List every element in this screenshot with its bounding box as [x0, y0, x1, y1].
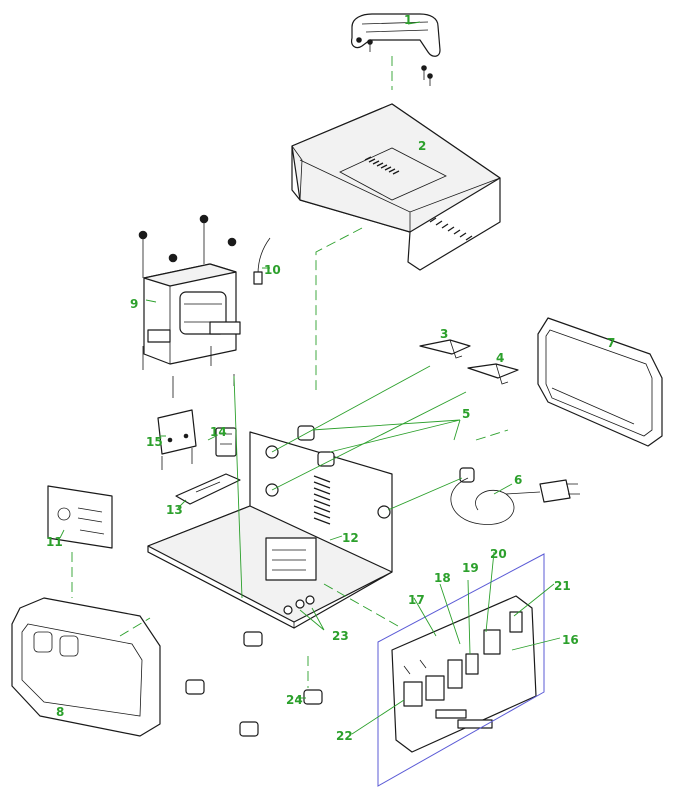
chassis-vents: [313, 475, 331, 525]
label-13: 13: [166, 503, 183, 517]
part-7-rear-panel: [537, 317, 663, 447]
part-23-terminals: [283, 595, 315, 615]
part-9-transformer: [138, 214, 241, 398]
label-24: 24: [286, 693, 303, 707]
feet: [185, 631, 323, 737]
label-18: 18: [434, 571, 451, 585]
part-labels: 1 2 3 4 5 6 7 8 9 10 11 12 13 14 15 16 1…: [46, 13, 615, 743]
part-11-front-pcb: [47, 485, 113, 549]
main-pcb: [391, 595, 537, 753]
callout-lines: [59, 21, 561, 735]
part-8-front-panel: [11, 597, 161, 737]
label-17: 17: [408, 593, 425, 607]
label-10: 10: [264, 263, 281, 277]
part-6-mains-cable: [450, 477, 580, 525]
label-23: 23: [332, 629, 349, 643]
label-20: 20: [490, 547, 507, 561]
label-8: 8: [56, 705, 64, 719]
label-4: 4: [496, 351, 504, 365]
part-10-sensor: [253, 237, 271, 285]
part-15-bracket: [157, 409, 197, 470]
part-12-chassis: [147, 431, 393, 629]
label-11: 11: [46, 535, 63, 549]
label-19: 19: [462, 561, 479, 575]
label-16: 16: [562, 633, 579, 647]
part-3-clamp: [419, 339, 471, 359]
pcb-box: [377, 553, 545, 787]
label-9: 9: [130, 297, 138, 311]
label-5: 5: [462, 407, 470, 421]
label-7: 7: [607, 336, 615, 350]
label-6: 6: [514, 473, 522, 487]
label-1: 1: [404, 13, 412, 27]
label-22: 22: [336, 729, 353, 743]
label-3: 3: [440, 327, 448, 341]
label-21: 21: [554, 579, 571, 593]
part-1-handle: [351, 13, 441, 86]
label-2: 2: [418, 139, 426, 153]
label-14: 14: [210, 425, 227, 439]
label-12: 12: [342, 531, 359, 545]
part-4-clamp: [467, 363, 519, 385]
part-2-top-cover: [291, 103, 501, 271]
label-15: 15: [146, 435, 163, 449]
assembly-leaders: [71, 56, 509, 688]
top-cover-vents: [364, 156, 473, 241]
part-13-switch-board: [175, 473, 241, 505]
